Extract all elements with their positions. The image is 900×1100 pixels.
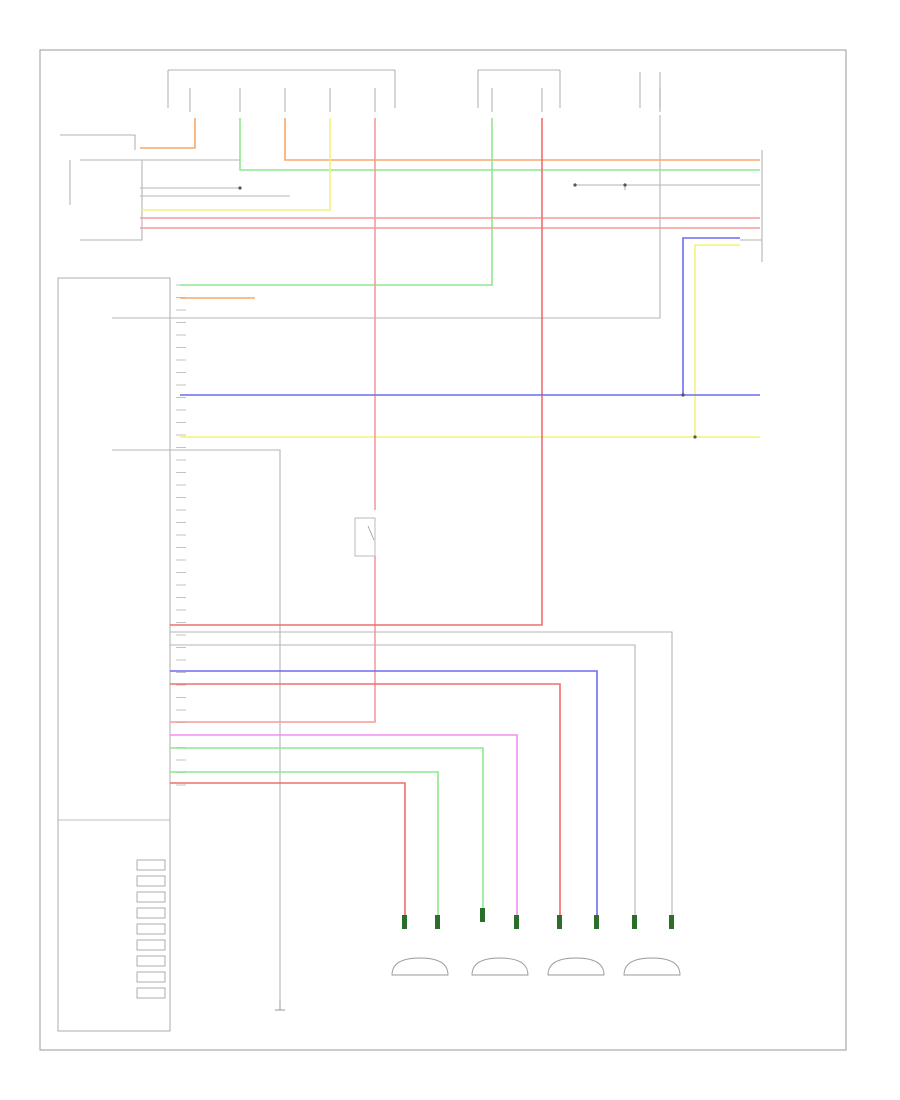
wire-green-top (239, 118, 760, 171)
left-connector-top (60, 134, 143, 241)
right-connector-top (740, 150, 763, 262)
wire-red-2 (170, 782, 406, 920)
wire-green-1 (170, 747, 484, 920)
wire-gray (112, 115, 760, 1000)
sensor-4 (623, 957, 681, 976)
sensor-2 (471, 957, 529, 976)
wire-orange-1 (140, 118, 196, 149)
wire-yellow-top (142, 118, 331, 211)
pin-column (176, 284, 186, 786)
fuse-block-top (167, 69, 661, 112)
wire-blue-lower (170, 670, 598, 920)
ground-connector (275, 1000, 285, 1011)
control-unit (57, 277, 171, 1032)
junction-dots (238, 183, 697, 439)
wire-magenta (170, 734, 518, 920)
sensor-1 (391, 957, 449, 976)
wire-red-long (170, 118, 543, 626)
wire-green-mid (180, 118, 493, 286)
wire-pink-lower (170, 585, 376, 723)
sensor-pin-marks (402, 908, 674, 929)
diagram-frame (39, 49, 847, 1051)
wire-red-1 (170, 683, 561, 920)
relay-switch (354, 517, 376, 585)
wire-green-2 (170, 771, 439, 920)
wire-orange-2 (284, 118, 760, 161)
wire-yellow-right (694, 244, 740, 437)
wire-blue-right (682, 237, 740, 395)
sensor-3 (547, 957, 605, 976)
